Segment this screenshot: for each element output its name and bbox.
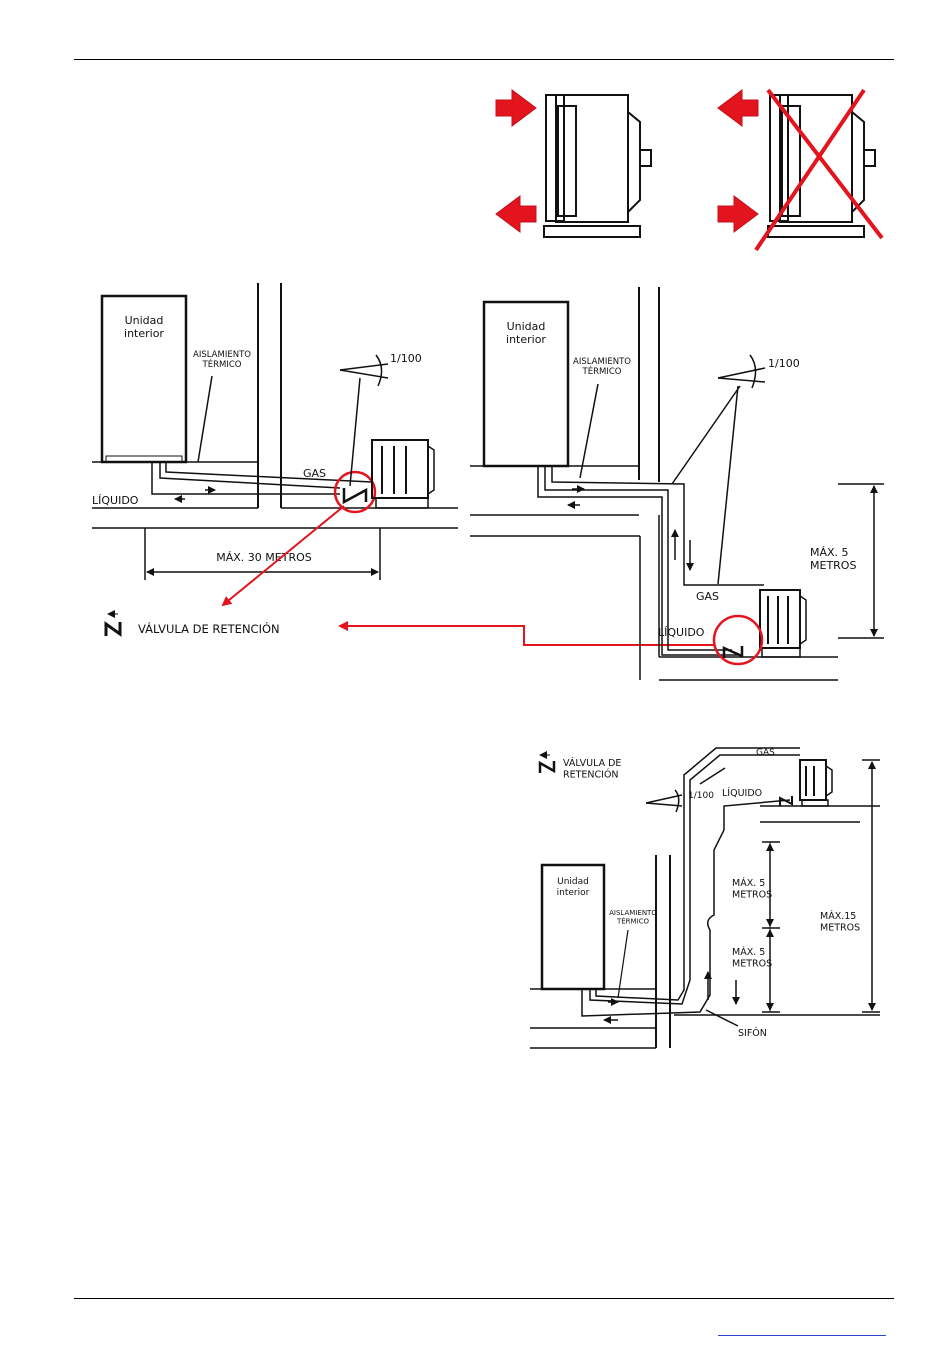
- text-line: TÉRMICO: [202, 358, 242, 370]
- d3-slope-label: 1/100: [688, 791, 714, 801]
- airflow-correct-figure: [496, 90, 651, 237]
- text-line: interior: [506, 333, 546, 346]
- text-line: MÁX. 5: [732, 946, 765, 958]
- text-line: TÉRMICO: [582, 365, 622, 377]
- d2-gas-label: GAS: [696, 590, 719, 603]
- airflow-in-bottom-arrow: [496, 196, 536, 232]
- text-line: MÁX.15: [820, 910, 856, 922]
- d3-check-valve-legend-icon: [540, 761, 554, 773]
- d2-slope-label: 1/100: [768, 357, 800, 370]
- check-valve-highlight: [335, 472, 375, 512]
- d2-liquid-label: LÍQUIDO: [658, 626, 705, 639]
- text-line: VÁLVULA DE: [563, 757, 621, 769]
- d3-trap-label: SIFÓN: [738, 1027, 767, 1039]
- d3-gas-label: GAS: [756, 748, 775, 758]
- text-line: Unidad: [557, 877, 589, 887]
- legend-check-valve-icon: [106, 622, 120, 636]
- text-line: METROS: [810, 559, 856, 572]
- airflow-out-top-arrow: [718, 90, 758, 126]
- outdoor-unit-box: [760, 590, 800, 648]
- text-line: METROS: [732, 889, 772, 900]
- text-line: interior: [124, 327, 164, 340]
- d1-slope-label: 1/100: [390, 352, 422, 365]
- text-line: AISLAMIENTO: [609, 909, 657, 917]
- airflow-incorrect-figure: [718, 90, 882, 250]
- text-line: METROS: [820, 922, 860, 933]
- text-line: TÉRMICO: [616, 916, 650, 925]
- legend-check-valve-label: VÁLVULA DE RETENCIÓN: [138, 621, 280, 636]
- d1-gas-label: GAS: [303, 467, 326, 480]
- d3-liquid-label: LÍQUIDO: [722, 787, 762, 799]
- text-line: interior: [557, 888, 590, 898]
- d1-max-length-label: MÁX. 30 METROS: [216, 551, 311, 564]
- check-valve-icon: [344, 488, 366, 502]
- text-line: AISLAMIENTO: [573, 357, 631, 367]
- text-line: RETENCIÓN: [563, 768, 619, 780]
- text-line: AISLAMIENTO: [193, 350, 251, 360]
- airflow-in-top-arrow: [496, 90, 536, 126]
- text-line: Unidad: [507, 320, 546, 333]
- text-line: MÁX. 5: [732, 877, 765, 889]
- check-valve-icon: [724, 646, 742, 658]
- text-line: Unidad: [125, 314, 164, 327]
- d1-liquid-label: LÍQUIDO: [92, 494, 139, 507]
- text-line: MÁX. 5: [810, 546, 849, 559]
- airflow-in-bottom-wrong-arrow: [718, 196, 758, 232]
- outdoor-unit-box: [372, 440, 428, 498]
- text-line: METROS: [732, 958, 772, 969]
